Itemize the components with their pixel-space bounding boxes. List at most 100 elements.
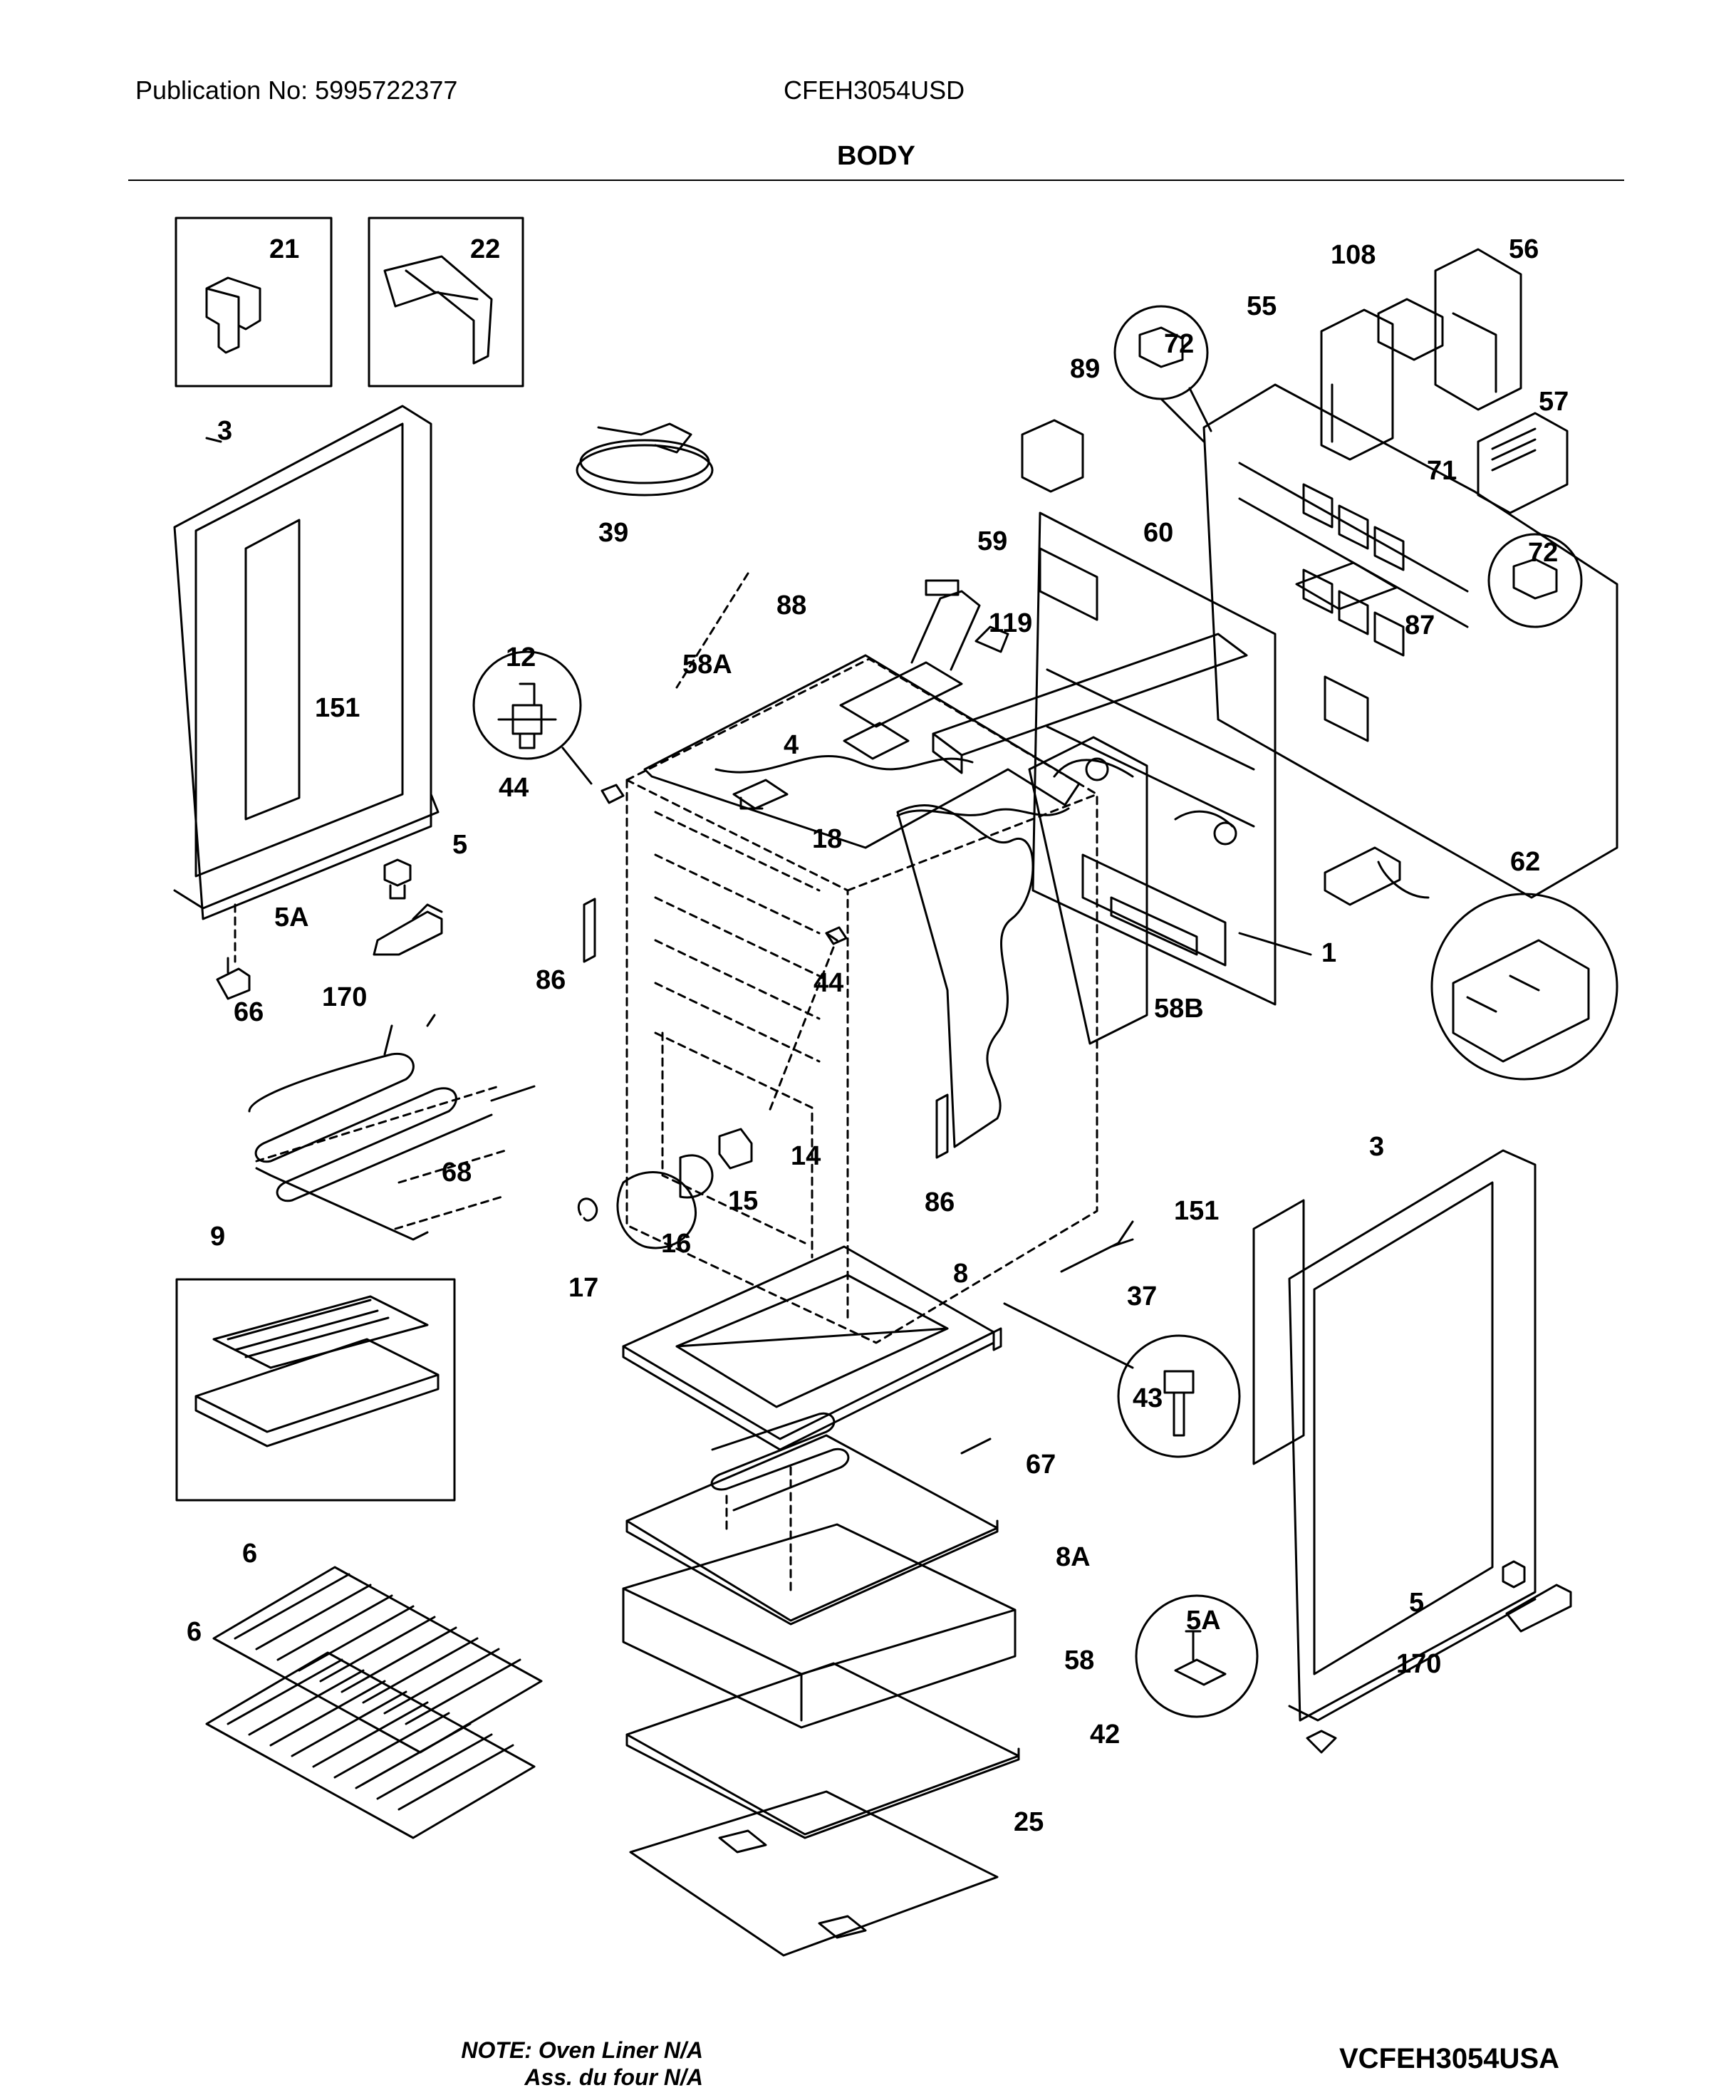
- callout-9: 9: [210, 1222, 225, 1252]
- right-insulation-strip-151: [1252, 1199, 1305, 1465]
- callout-circle-72-right: [1487, 533, 1583, 628]
- callout-67: 67: [1026, 1450, 1056, 1480]
- callout-12: 12: [506, 643, 536, 672]
- header-rule: [128, 180, 1624, 181]
- oven-rack-6-lower: [205, 1651, 536, 1839]
- clip-119: [974, 625, 1009, 653]
- strut-60: [932, 633, 1248, 774]
- leveling-leg-5-left: [383, 858, 412, 900]
- left-insulation-strip: [244, 519, 301, 821]
- callout-6-upper: 6: [242, 1539, 257, 1569]
- callout-88: 88: [776, 591, 806, 620]
- right-side-panel: [1288, 1149, 1537, 1722]
- callout-circle-43: [1117, 1334, 1241, 1458]
- callout-15: 15: [728, 1186, 758, 1216]
- broil-pan-grid: [212, 1295, 429, 1369]
- callout-22: 22: [470, 234, 500, 264]
- light-bulb-15: [679, 1154, 714, 1199]
- light-lens-16: [616, 1171, 697, 1249]
- screw-44-top: [601, 784, 625, 804]
- rear-panel-1: [1031, 511, 1277, 1006]
- callout-17: 17: [568, 1273, 598, 1303]
- right-side-panel-inner: [1313, 1181, 1494, 1675]
- callout-66: 66: [234, 997, 264, 1027]
- callout-72-right: 72: [1528, 538, 1558, 568]
- callout-151-right: 151: [1174, 1196, 1219, 1226]
- diagram-code: VCFEH3054USA: [1339, 2043, 1560, 2074]
- callout-5A-right: 5A: [1186, 1606, 1221, 1636]
- callout-57: 57: [1539, 387, 1569, 417]
- publication-number: Publication No: 5995722377: [135, 76, 458, 105]
- bake-element-68-wire: [255, 1167, 429, 1241]
- callout-8: 8: [953, 1259, 968, 1289]
- side-insulation-58B-wrap: [896, 804, 1034, 1148]
- grommet-72-upper: [1138, 326, 1184, 368]
- callout-55: 55: [1247, 291, 1277, 321]
- element-12-shape: [497, 682, 557, 749]
- callout-5A-left: 5A: [274, 903, 309, 932]
- callout-18: 18: [812, 824, 842, 854]
- callout-44-middle: 44: [814, 968, 843, 998]
- leveling-base-5A-left: [216, 957, 251, 1000]
- left-side-panel-inner: [194, 422, 404, 878]
- callout-170-left: 170: [322, 982, 367, 1012]
- cover-57: [1477, 412, 1569, 514]
- callout-21: 21: [269, 234, 299, 264]
- callout-58A: 58A: [682, 650, 732, 680]
- callout-86-right: 86: [925, 1187, 955, 1217]
- callout-3-left: 3: [217, 416, 232, 446]
- bottom-panel-42: [625, 1662, 1020, 1839]
- bracket-18: [732, 779, 789, 810]
- callout-89: 89: [1070, 354, 1100, 384]
- callout-62: 62: [1510, 847, 1540, 877]
- callout-44-top: 44: [499, 773, 529, 803]
- plate-4: [843, 722, 910, 760]
- bracket-170-right: [1505, 1584, 1572, 1633]
- callout-60: 60: [1143, 518, 1173, 548]
- callout-5-right: 5: [1409, 1588, 1424, 1618]
- callout-87: 87: [1405, 610, 1435, 640]
- callout-6-lower: 6: [187, 1617, 202, 1647]
- callout-labels: 21 22 3 151 5 5A 170 39 12 44 88 58A 4 1…: [187, 234, 1569, 1837]
- leveling-leg-5-right: [1502, 1560, 1526, 1589]
- back-panel-71: [1202, 383, 1618, 899]
- callout-3-right: 3: [1369, 1132, 1384, 1162]
- inset-box-9: [175, 1278, 456, 1502]
- vent-duct-59: [839, 590, 981, 728]
- bottom-plate-8: [622, 1245, 995, 1440]
- callout-59: 59: [977, 526, 1007, 556]
- oven-liner-outline: [625, 657, 1098, 1344]
- callout-5-left: 5: [452, 830, 467, 860]
- callout-25: 25: [1014, 1807, 1044, 1837]
- back-panel-cutout-87: [1295, 561, 1398, 610]
- callout-56: 56: [1509, 234, 1539, 264]
- callout-58B: 58B: [1154, 994, 1204, 1024]
- bracket-56: [1434, 248, 1522, 411]
- callout-circle-62: [1430, 893, 1618, 1081]
- terminal-block-108: [1377, 298, 1444, 361]
- bracket-86-left: [583, 898, 596, 963]
- bracket-170-left: [373, 903, 443, 956]
- inset-box-22: [368, 217, 524, 388]
- terminal-block-62: [1452, 939, 1590, 1063]
- bracket-55: [1320, 308, 1394, 461]
- screw-43: [1163, 1370, 1195, 1437]
- callout-43: 43: [1133, 1383, 1163, 1413]
- oven-rack-6-upper: [212, 1566, 543, 1754]
- callout-170-right: 170: [1396, 1649, 1441, 1679]
- callout-58: 58: [1064, 1646, 1094, 1675]
- power-cord-39-coil: [576, 444, 714, 497]
- grommet-72-right: [1512, 558, 1558, 600]
- part-21-bracket-shape: [205, 276, 261, 354]
- access-panel-25: [629, 1790, 999, 1957]
- callout-16: 16: [661, 1229, 691, 1259]
- leveling-base-5A-right: [1174, 1630, 1227, 1686]
- page-title: BODY: [837, 141, 915, 171]
- bracket-89: [1021, 419, 1084, 493]
- callout-42: 42: [1090, 1720, 1120, 1750]
- bracket-86-right: [935, 1093, 949, 1159]
- power-cord-39-plug: [597, 422, 692, 454]
- note-oven-liner-en: NOTE: Oven Liner N/A: [461, 2037, 703, 2063]
- sensor-37: [1060, 1220, 1134, 1273]
